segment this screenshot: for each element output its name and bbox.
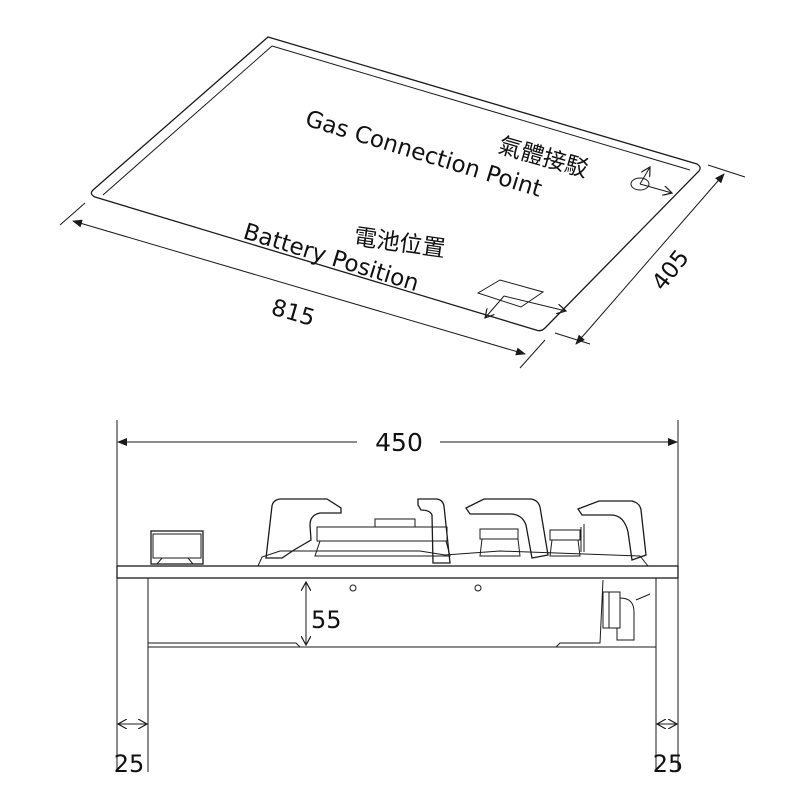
width-dimension-label: 450 (375, 428, 423, 457)
hob-glass-plate (116, 565, 679, 579)
battery-arrow-right-icon (503, 295, 566, 311)
extension-line (519, 339, 546, 369)
depth-dimension-label: 405 (647, 245, 695, 296)
screw-icon (474, 584, 482, 592)
gas-connector-icon (602, 591, 651, 641)
pan-support-icon (465, 498, 549, 559)
extension-line (707, 164, 746, 178)
right-margin-dimension-label: 25 (653, 750, 684, 778)
burner-assembly (257, 498, 649, 567)
width-dimension-line (72, 219, 526, 356)
hob-body (148, 579, 656, 648)
control-display-unit (150, 530, 204, 565)
depth-dimension-line (575, 173, 725, 345)
screw-icon (349, 584, 357, 592)
left-margin-dimension-label: 25 (114, 750, 145, 778)
side-view: 450 (114, 420, 684, 778)
pan-support-icon (265, 498, 342, 559)
battery-arrow-down-icon (485, 295, 505, 318)
width-dimension-label: 815 (268, 295, 317, 332)
pan-support-icon (577, 500, 647, 561)
cutout-top-view: 氣體接駁 Gas Connection Point 電池位置 Battery P… (59, 36, 746, 369)
large-burner-ring (316, 526, 448, 542)
cutout-inner-outline (102, 45, 691, 196)
igniter-icon (580, 524, 585, 552)
height-dimension-label: 55 (311, 606, 342, 634)
gas-arrow-right-icon (639, 183, 672, 193)
extension-line (59, 202, 86, 226)
pan-support-icon (417, 498, 451, 564)
small-burner-ring (479, 528, 519, 540)
cutout-outer-outline (90, 36, 701, 332)
